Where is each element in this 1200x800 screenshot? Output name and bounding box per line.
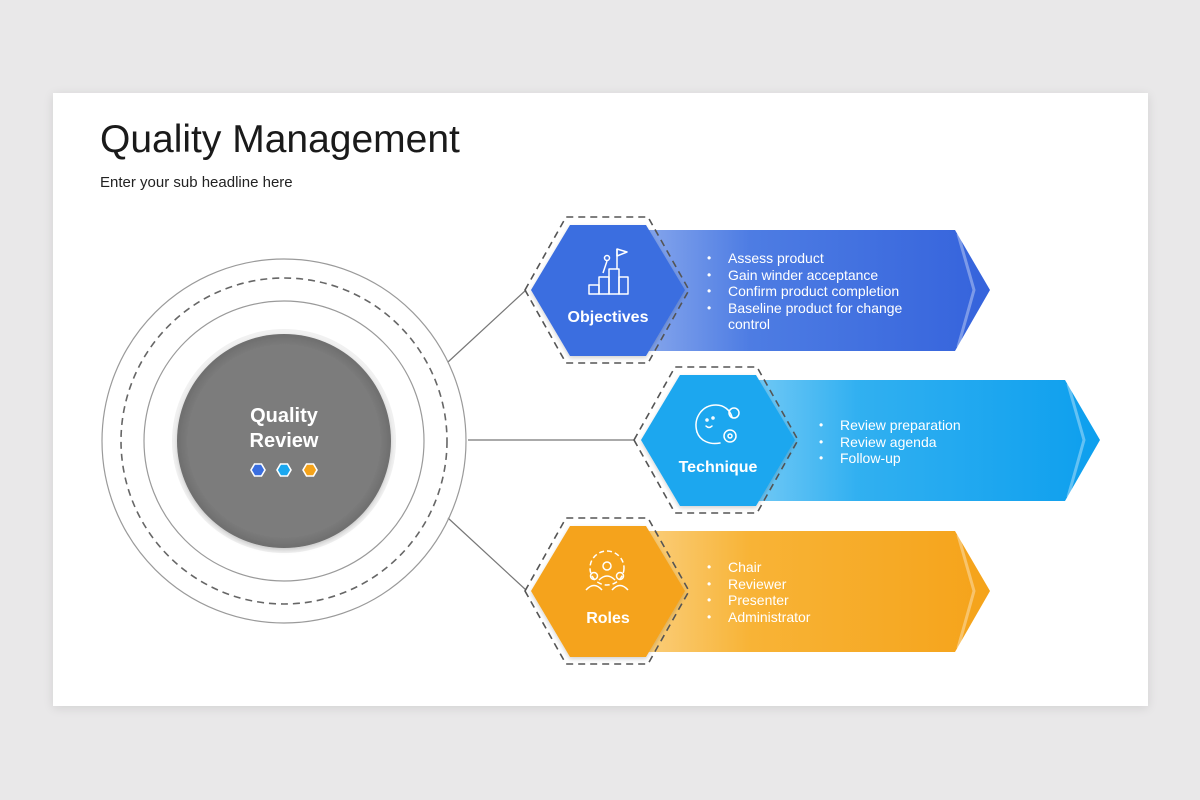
technique-hex (641, 375, 795, 506)
objectives-label: Objectives (568, 309, 649, 326)
slide-title: Quality Management (100, 118, 460, 161)
roles-hex (531, 526, 685, 657)
bullet-item: Review agenda (819, 434, 1039, 451)
center-title-line1: Quality (250, 405, 319, 427)
bullet-item: Reviewer (707, 576, 927, 593)
center-dot-blue (250, 463, 266, 477)
connector-lines (447, 289, 634, 591)
head-gears-icon (695, 404, 740, 445)
mountain-flag-icon (588, 248, 629, 295)
slide-subtitle: Enter your sub headline here (100, 174, 293, 191)
bullet-item: Assess product (707, 250, 927, 267)
bullet-item: Gain winder acceptance (707, 267, 927, 284)
bullet-item: Presenter (707, 592, 927, 609)
objectives-bullet-list: Assess productGain winder acceptanceConf… (707, 250, 927, 333)
center-rings (101, 258, 467, 624)
center-dot-orange (302, 463, 318, 477)
team-gear-icon (585, 550, 629, 591)
technique-bullet-list: Review preparationReview agendaFollow-up (819, 417, 1039, 467)
center-title-line2: Review (250, 430, 319, 452)
roles-bullet-list: ChairReviewerPresenterAdministrator (707, 559, 927, 625)
bullet-item: Review preparation (819, 417, 1039, 434)
roles-label: Roles (586, 610, 630, 627)
bullet-item: Baseline product for change control (707, 300, 927, 333)
center-circle (177, 334, 391, 548)
objectives-hex (531, 225, 685, 356)
center-dot-cyan (276, 463, 292, 477)
bullet-item: Follow-up (819, 450, 1039, 467)
bullet-item: Administrator (707, 609, 927, 626)
center-dots (250, 463, 318, 477)
bullet-item: Chair (707, 559, 927, 576)
technique-label: Technique (679, 459, 758, 476)
bullet-item: Confirm product completion (707, 283, 927, 300)
